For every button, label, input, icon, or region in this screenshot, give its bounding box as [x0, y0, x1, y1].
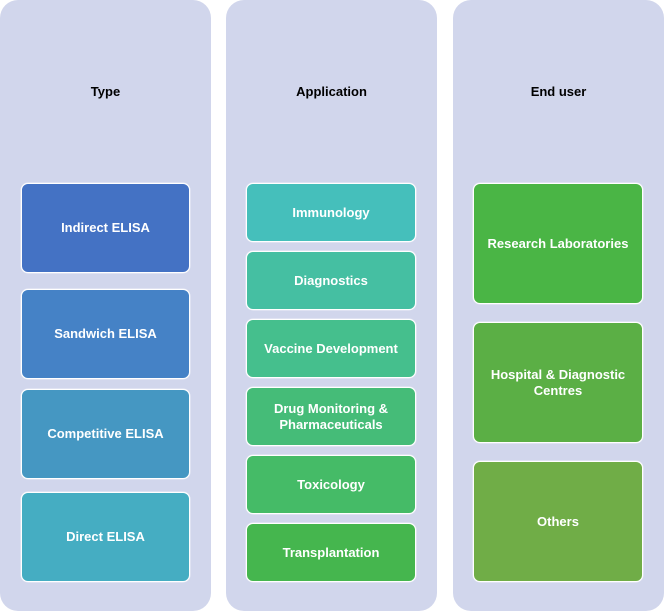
application-drug-monitoring: Drug Monitoring & Pharmaceuticals [246, 387, 416, 446]
end-user-column: End user Research Laboratories Hospital … [453, 0, 664, 611]
end-user-others: Others [473, 461, 643, 582]
application-diagnostics: Diagnostics [246, 251, 416, 310]
application-column: Application Immunology Diagnostics Vacci… [226, 0, 437, 611]
application-column-title: Application [296, 84, 367, 99]
type-column: Type Indirect ELISA Sandwich ELISA Compe… [0, 0, 211, 611]
type-competitive-elisa: Competitive ELISA [21, 389, 190, 479]
application-toxicology: Toxicology [246, 455, 416, 514]
end-user-column-title: End user [530, 84, 587, 99]
application-vaccine-development: Vaccine Development [246, 319, 416, 378]
end-user-hospital-diagnostic-centres: Hospital & Diagnostic Centres [473, 322, 643, 443]
type-direct-elisa: Direct ELISA [21, 492, 190, 582]
type-sandwich-elisa: Sandwich ELISA [21, 289, 190, 379]
type-indirect-elisa: Indirect ELISA [21, 183, 190, 273]
end-user-research-laboratories: Research Laboratories [473, 183, 643, 304]
application-immunology: Immunology [246, 183, 416, 242]
application-transplantation: Transplantation [246, 523, 416, 582]
type-column-title: Type [90, 84, 121, 99]
